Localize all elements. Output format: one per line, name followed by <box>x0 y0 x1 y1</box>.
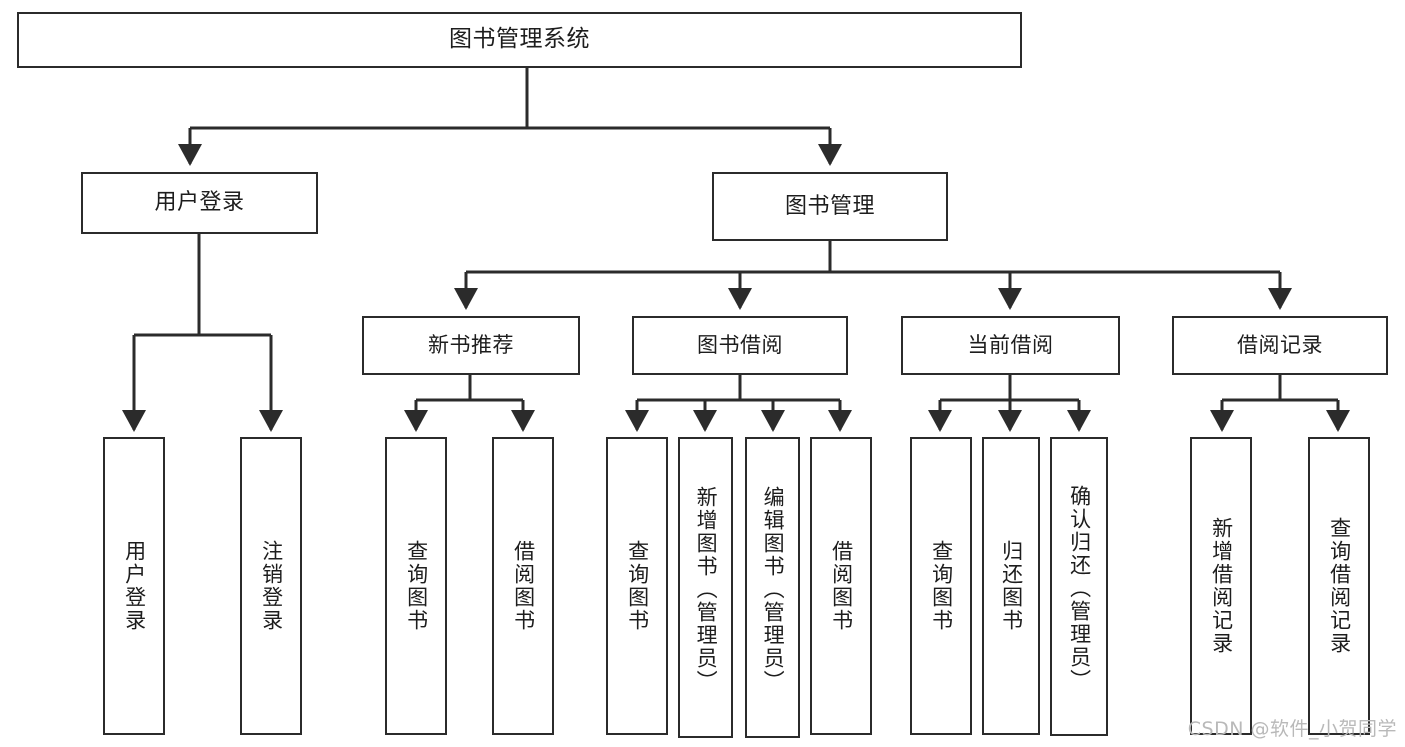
leaf-confirm-return-admin[interactable]: 确认归还（管理员） <box>1050 437 1108 736</box>
node-borrow-record[interactable]: 借阅记录 <box>1172 316 1388 375</box>
leaf-add-borrow-record-label: 新增借阅记录 <box>1209 517 1234 655</box>
node-book-management[interactable]: 图书管理 <box>712 172 948 241</box>
leaf-query-book-new[interactable]: 查询图书 <box>385 437 447 735</box>
leaf-borrow-book-label: 借阅图书 <box>829 540 854 632</box>
node-root[interactable]: 图书管理系统 <box>17 12 1022 68</box>
leaf-edit-book-admin[interactable]: 编辑图书（管理员） <box>745 437 800 738</box>
node-new-book-recommend[interactable]: 新书推荐 <box>362 316 580 375</box>
node-book-borrow-label: 图书借阅 <box>697 333 783 358</box>
leaf-return-book-label: 归还图书 <box>999 540 1024 632</box>
node-current-borrow[interactable]: 当前借阅 <box>901 316 1120 375</box>
node-user-login[interactable]: 用户登录 <box>81 172 318 234</box>
leaf-query-borrow-record[interactable]: 查询借阅记录 <box>1308 437 1370 735</box>
leaf-user-login[interactable]: 用户登录 <box>103 437 165 735</box>
node-root-label: 图书管理系统 <box>449 26 590 53</box>
leaf-logout-label: 注销登录 <box>259 540 284 632</box>
node-current-borrow-label: 当前借阅 <box>967 333 1054 358</box>
node-user-login-label: 用户登录 <box>154 190 245 216</box>
leaf-user-login-label: 用户登录 <box>122 540 147 632</box>
leaf-query-book-borrow[interactable]: 查询图书 <box>606 437 668 735</box>
leaf-query-book-current[interactable]: 查询图书 <box>910 437 972 735</box>
leaf-borrow-book[interactable]: 借阅图书 <box>810 437 872 735</box>
leaf-add-borrow-record[interactable]: 新增借阅记录 <box>1190 437 1252 735</box>
leaf-borrow-book-new[interactable]: 借阅图书 <box>492 437 554 735</box>
leaf-query-book-new-label: 查询图书 <box>404 540 429 632</box>
leaf-query-book-borrow-label: 查询图书 <box>625 540 650 632</box>
leaf-logout[interactable]: 注销登录 <box>240 437 302 735</box>
watermark: CSDN @软件_小贺同学 <box>1187 718 1397 740</box>
leaf-borrow-book-new-label: 借阅图书 <box>511 540 536 632</box>
node-book-management-label: 图书管理 <box>784 193 875 219</box>
leaf-query-book-current-label: 查询图书 <box>929 540 954 632</box>
node-borrow-record-label: 借阅记录 <box>1237 333 1323 358</box>
leaf-return-book[interactable]: 归还图书 <box>982 437 1040 735</box>
leaf-add-book-admin-label: 新增图书（管理员） <box>694 486 719 693</box>
leaf-query-borrow-record-label: 查询借阅记录 <box>1327 517 1352 655</box>
leaf-add-book-admin[interactable]: 新增图书（管理员） <box>678 437 733 738</box>
node-book-borrow[interactable]: 图书借阅 <box>632 316 848 375</box>
leaf-edit-book-admin-label: 编辑图书（管理员） <box>761 486 786 693</box>
node-new-book-recommend-label: 新书推荐 <box>428 333 514 358</box>
leaf-confirm-return-admin-label: 确认归还（管理员） <box>1067 485 1092 692</box>
